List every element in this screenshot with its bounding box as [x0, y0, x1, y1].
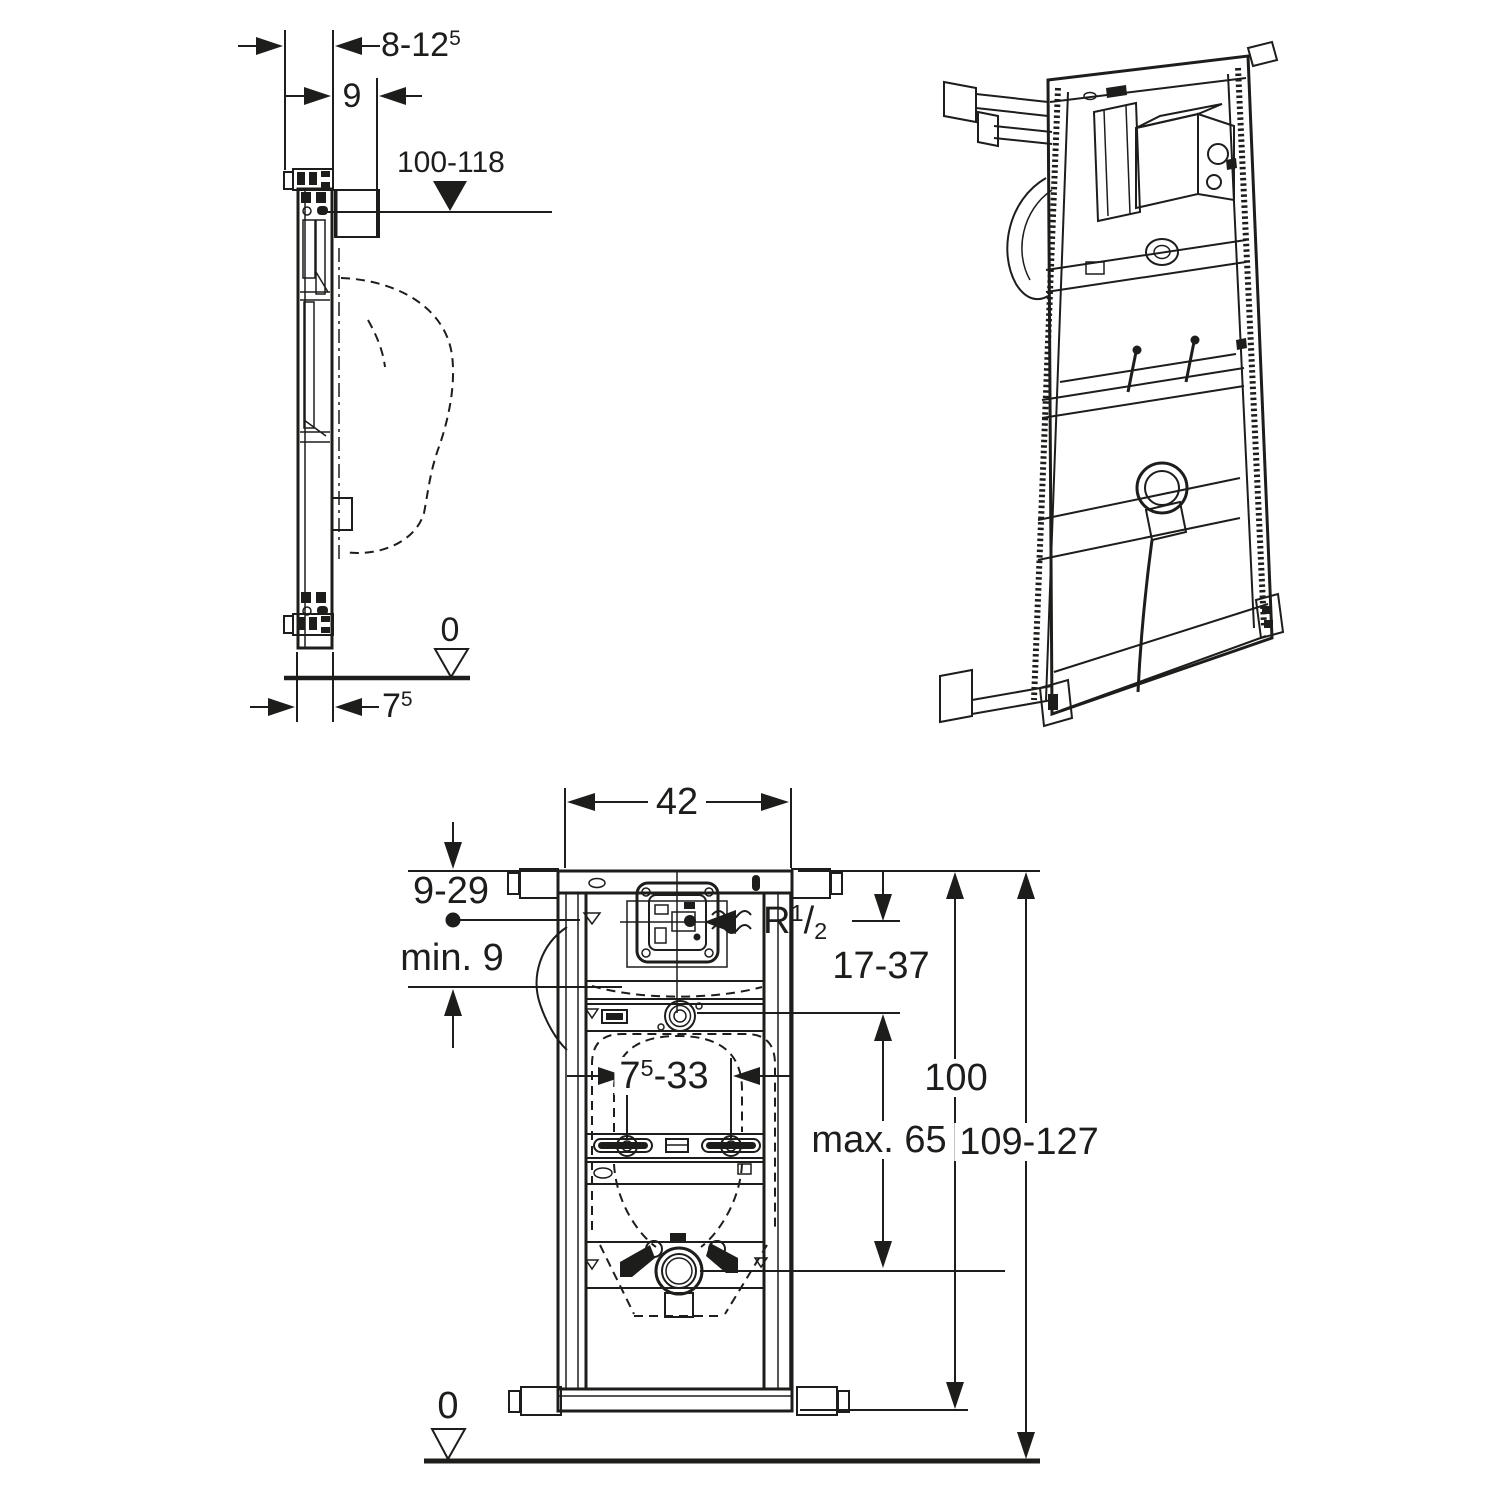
dim-supply-height-value: 9-29	[412, 870, 490, 912]
dim-min-depth-value: min. 9	[400, 937, 504, 979]
water-supply-slash: /	[803, 900, 815, 942]
side-floor-level-value: 0	[440, 611, 460, 649]
dim-profile-depth-sup: 5	[400, 688, 413, 712]
dim-min-depth-label: min. 9	[400, 939, 503, 977]
dim-fixing-range-sup: 5	[640, 1055, 654, 1082]
dim-supply-offset-label: 17-37	[832, 947, 929, 985]
front-floor-level-value: 0	[437, 1385, 459, 1427]
dim-wall-distance-sup: 5	[449, 27, 461, 51]
dim-installation-height-value: 109-127	[959, 1121, 1099, 1163]
water-supply-sub: 2	[814, 917, 828, 944]
dim-frame-width-value: 42	[655, 781, 699, 823]
dim-wall-distance-label: 8-125	[381, 28, 461, 62]
dim-frame-height-label: 100	[919, 1057, 993, 1099]
dim-fixing-range-label: 75-33	[614, 1055, 714, 1097]
dim-fixing-range-rest: -33	[653, 1055, 709, 1097]
water-supply-sup: 1	[790, 900, 804, 927]
dim-wall-distance-value: 8-12	[381, 26, 450, 64]
dim-profile-depth-label: 75	[382, 689, 413, 723]
dim-duct-depth-value: 9	[342, 77, 362, 115]
water-supply-r12-label: R1/2	[763, 900, 827, 942]
side-view-drawing	[238, 30, 552, 722]
dim-outlet-max-value: max. 65	[811, 1119, 947, 1161]
dim-profile-depth-value: 7	[382, 687, 401, 725]
dim-installation-height-label: 109-127	[954, 1121, 1104, 1163]
side-floor-level-label: 0	[441, 613, 460, 647]
dim-connection-height-label: 100-118	[397, 148, 505, 178]
dim-duct-depth-label: 9	[343, 79, 362, 113]
dim-frame-width-label: 42	[650, 781, 704, 823]
dim-fixing-range-main: 7	[619, 1055, 641, 1097]
dim-connection-height-value: 100-118	[397, 146, 505, 179]
dim-outlet-max-label: max. 65	[806, 1119, 952, 1161]
dim-supply-offset-value: 17-37	[832, 945, 930, 987]
dim-frame-height-value: 100	[924, 1057, 988, 1099]
isometric-view-drawing	[939, 40, 1285, 728]
front-floor-level-label: 0	[437, 1387, 458, 1425]
water-supply-r: R	[763, 900, 791, 942]
dim-supply-height-label: 9-29	[413, 872, 489, 910]
